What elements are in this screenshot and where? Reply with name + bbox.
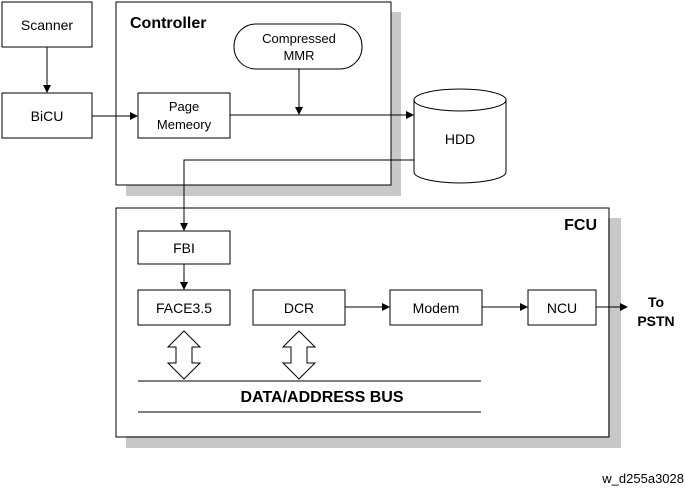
face-label: FACE3.5: [156, 300, 212, 316]
face-bus-double-arrow: [166, 330, 202, 380]
page-memory-label-line1: Page: [169, 99, 199, 114]
compressed-mmr-label-line1: Compressed: [262, 31, 336, 46]
scanner-block: Scanner: [1, 1, 93, 48]
bicu-block: BiCU: [1, 92, 93, 139]
modem-block: Modem: [389, 289, 483, 326]
face-block: FACE3.5: [137, 289, 231, 326]
fbi-label: FBI: [173, 240, 195, 256]
compressed-mmr-block: Compressed MMR: [233, 23, 363, 70]
bicu-label: BiCU: [31, 108, 64, 124]
dcr-bus-double-arrow: [281, 330, 317, 380]
fcu-title-front: FCU: [564, 217, 597, 234]
compressed-mmr-label-line2: MMR: [283, 48, 314, 63]
page-memory-label-line2: Memeory: [157, 117, 212, 132]
modem-label: Modem: [413, 300, 460, 316]
fcu-border: [115, 207, 610, 438]
to-pstn-label-line2: PSTN: [637, 313, 674, 329]
hdd-label: HDD: [445, 131, 475, 147]
hdd-block: HDD: [413, 88, 507, 184]
bus-label: DATA/ADDRESS BUS: [241, 389, 404, 406]
controller-title: Controller: [130, 15, 206, 32]
to-pstn-label-line1: To: [648, 294, 664, 310]
fbi-block: FBI: [137, 230, 231, 265]
ncu-block: NCU: [527, 289, 597, 326]
scanner-label: Scanner: [21, 17, 73, 33]
page-memory-block: Page Memeory: [137, 92, 231, 139]
dcr-label: DCR: [284, 300, 314, 316]
figure-code: w_d255a3028: [601, 471, 684, 486]
ncu-label: NCU: [547, 300, 577, 316]
arrow-hdd-fbi: [180, 159, 414, 231]
dcr-block: DCR: [252, 289, 346, 326]
